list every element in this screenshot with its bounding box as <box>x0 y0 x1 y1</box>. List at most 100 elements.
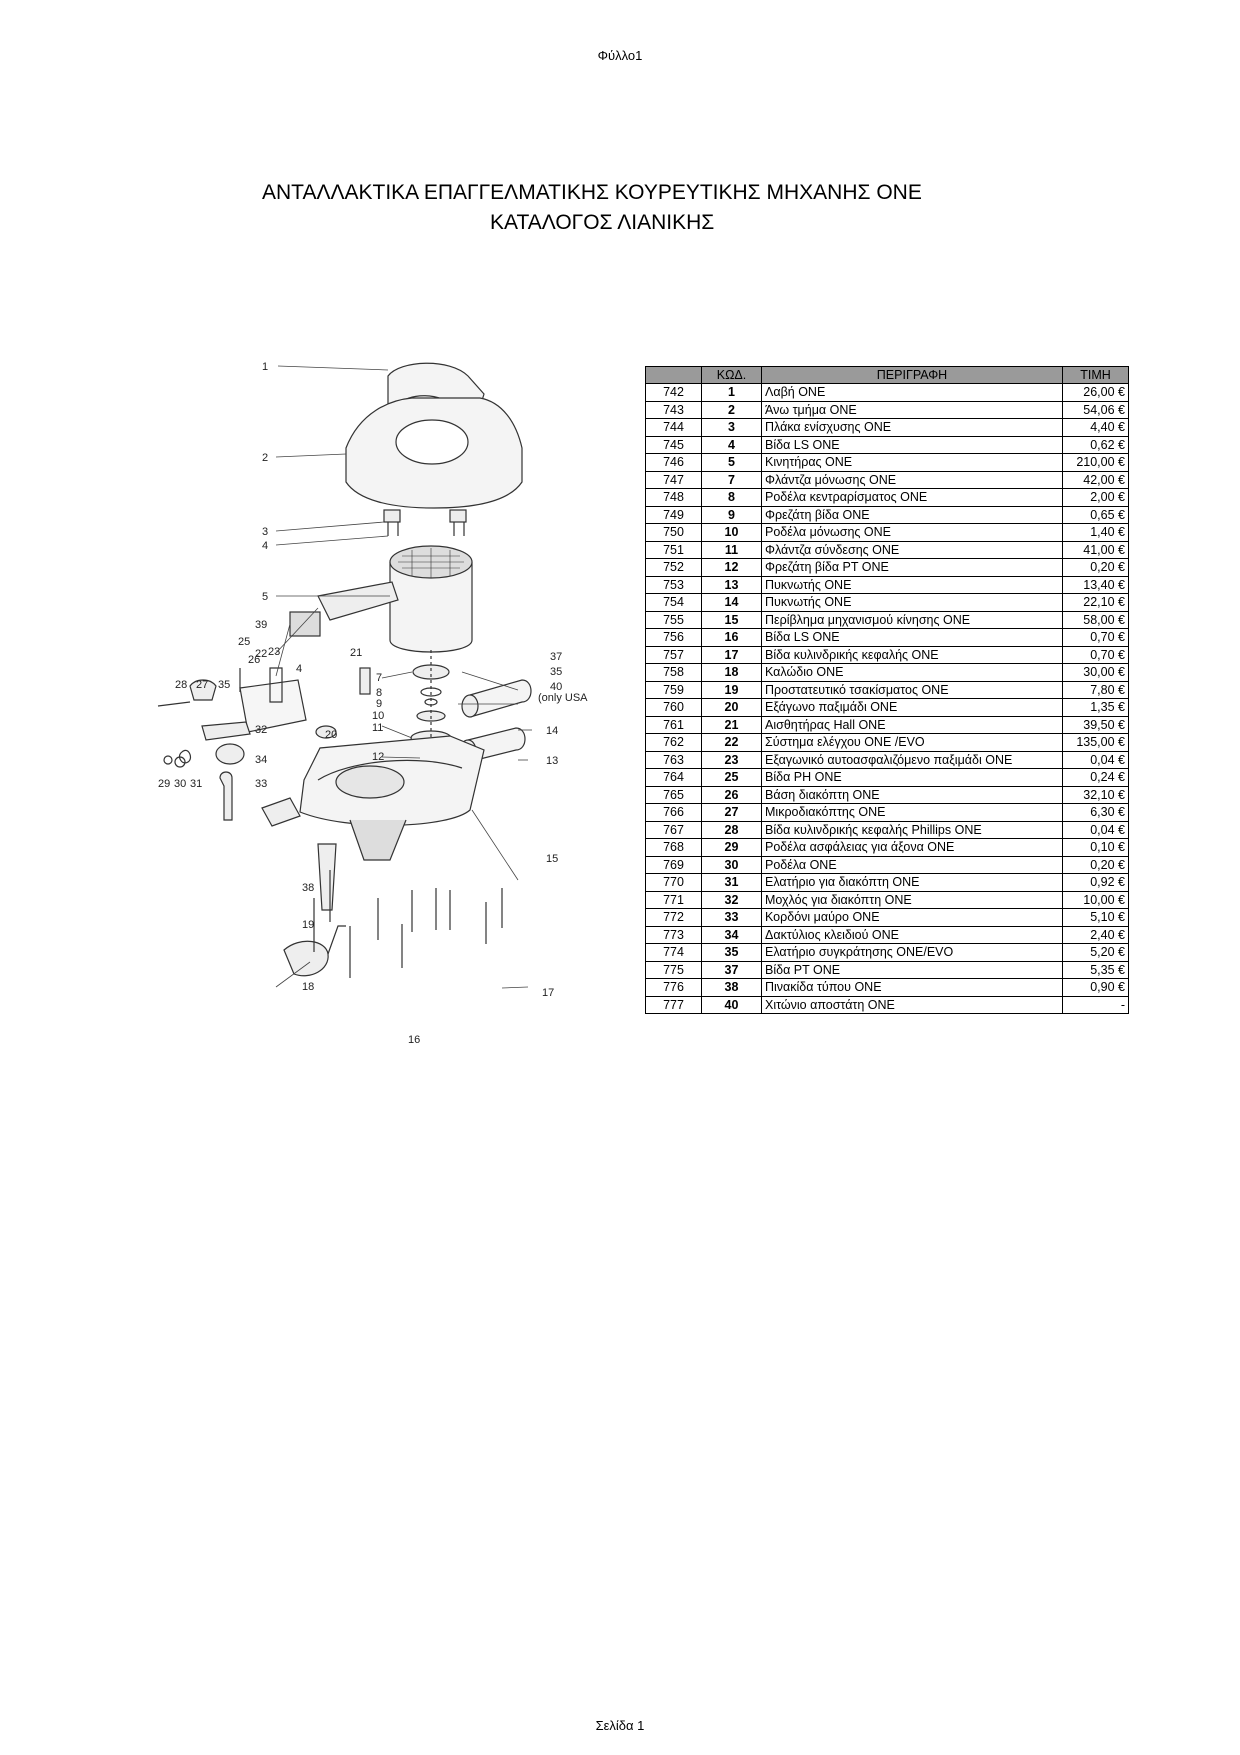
part-code: 26 <box>701 785 762 804</box>
row-index: 764 <box>645 768 702 787</box>
part-price: 58,00 € <box>1062 610 1129 629</box>
row-index: 752 <box>645 558 702 577</box>
row-index: 769 <box>645 855 702 874</box>
row-index: 770 <box>645 873 702 892</box>
part-code: 9 <box>701 505 762 524</box>
part-price: 39,50 € <box>1062 715 1129 734</box>
part-description: Ροδέλα ONE <box>761 855 1063 874</box>
row-index: 765 <box>645 785 702 804</box>
row-index: 768 <box>645 838 702 857</box>
row-index: 757 <box>645 645 702 664</box>
part-price: 2,00 € <box>1062 488 1129 507</box>
part-code: 25 <box>701 768 762 787</box>
part-price: 1,40 € <box>1062 523 1129 542</box>
part-code: 29 <box>701 838 762 857</box>
part-code: 2 <box>701 400 762 419</box>
part-description: Βίδα κυλινδρικής κεφαλής Phillips ONE <box>761 820 1063 839</box>
part-description: Ροδέλα μόνωσης ONE <box>761 523 1063 542</box>
part-code: 7 <box>701 470 762 489</box>
sheet-label: Φύλλο1 <box>597 48 643 63</box>
part-description: Βίδα κυλινδρικής κεφαλής ONE <box>761 645 1063 664</box>
drawing-note: (only USA <box>538 692 588 704</box>
part-description: Κινητήρας ONE <box>761 453 1063 472</box>
row-index: 760 <box>645 698 702 717</box>
part-price: 5,10 € <box>1062 908 1129 927</box>
part-price: 7,80 € <box>1062 680 1129 699</box>
part-code: 40 <box>701 995 762 1014</box>
part-code: 4 <box>701 435 762 454</box>
svg-text:9: 9 <box>376 698 382 710</box>
part-description: Χιτώνιο αποστάτη ONE <box>761 995 1063 1014</box>
table-header-row: ΚΩΔ. ΠΕΡΙΓΡΑΦΗ ΤΙΜΗ <box>645 366 1129 384</box>
part-description: Κορδόνι μαύρο ONE <box>761 908 1063 927</box>
row-index: 766 <box>645 803 702 822</box>
row-index: 742 <box>645 383 702 402</box>
row-index: 759 <box>645 680 702 699</box>
part-price: 5,35 € <box>1062 960 1129 979</box>
svg-text:40: 40 <box>550 681 562 693</box>
part-price: 54,06 € <box>1062 400 1129 419</box>
part-description: Αισθητήρας Hall ONE <box>761 715 1063 734</box>
part-price: 2,40 € <box>1062 925 1129 944</box>
svg-text:16: 16 <box>408 1034 420 1046</box>
part-code: 21 <box>701 715 762 734</box>
part-price: 0,62 € <box>1062 435 1129 454</box>
part-price: 0,70 € <box>1062 628 1129 647</box>
svg-text:13: 13 <box>546 755 558 767</box>
part-code: 10 <box>701 523 762 542</box>
part-description: Φλάντζα σύνδεσης ONE <box>761 540 1063 559</box>
part-code: 1 <box>701 383 762 402</box>
svg-text:1: 1 <box>262 361 268 373</box>
part-price: 13,40 € <box>1062 575 1129 594</box>
svg-text:19: 19 <box>302 919 314 931</box>
part-code: 28 <box>701 820 762 839</box>
row-index: 775 <box>645 960 702 979</box>
row-index: 763 <box>645 750 702 769</box>
part-price: 0,24 € <box>1062 768 1129 787</box>
part-price: 26,00 € <box>1062 383 1129 402</box>
part-price: 32,10 € <box>1062 785 1129 804</box>
part-code: 35 <box>701 943 762 962</box>
part-price: 30,00 € <box>1062 663 1129 682</box>
svg-text:25: 25 <box>238 636 250 648</box>
part-price: 135,00 € <box>1062 733 1129 752</box>
part-price: 0,10 € <box>1062 838 1129 857</box>
svg-text:10: 10 <box>372 710 384 722</box>
svg-text:32: 32 <box>255 724 267 736</box>
row-index: 755 <box>645 610 702 629</box>
part-code: 37 <box>701 960 762 979</box>
svg-text:22: 22 <box>255 648 267 660</box>
svg-text:20: 20 <box>325 729 337 741</box>
part-price: 0,04 € <box>1062 750 1129 769</box>
part-code: 8 <box>701 488 762 507</box>
part-description: Φρεζάτη βίδα PT ONE <box>761 558 1063 577</box>
svg-text:31: 31 <box>190 778 202 790</box>
part-code: 32 <box>701 890 762 909</box>
part-code: 3 <box>701 418 762 437</box>
svg-text:2: 2 <box>262 452 268 464</box>
svg-text:15: 15 <box>546 853 558 865</box>
part-price: 0,92 € <box>1062 873 1129 892</box>
row-index: 771 <box>645 890 702 909</box>
part-description: Μοχλός για διακόπτη ONE <box>761 890 1063 909</box>
